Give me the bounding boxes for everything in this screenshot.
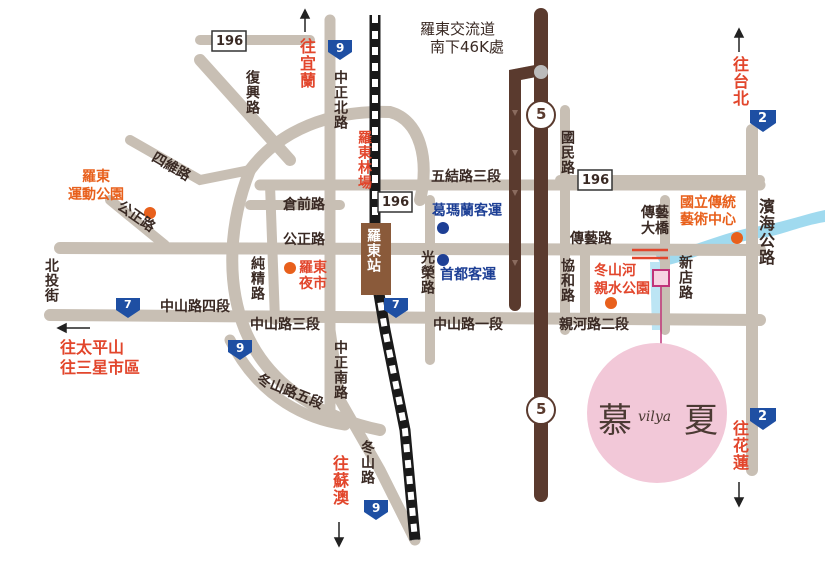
route-196-box-c bbox=[577, 169, 613, 191]
road-chuanyi-bridge: 傳藝大橋 bbox=[641, 205, 669, 237]
freeway-arrows bbox=[512, 110, 518, 266]
poi-dongshan-park-dot bbox=[605, 297, 617, 309]
road-zhongshan-1: 中山路一段 bbox=[433, 317, 503, 333]
road-xindian: 新店路 bbox=[677, 255, 693, 300]
road-dongshan: 冬山路 bbox=[359, 440, 375, 485]
landmark-dongshan-park-line2: 親水公園 bbox=[594, 281, 650, 297]
shield-5-bottom bbox=[526, 395, 556, 425]
road-bei-tou: 北投街 bbox=[43, 258, 59, 303]
shield-9-bottom bbox=[364, 500, 388, 520]
poi-kamalan-dot bbox=[437, 222, 449, 234]
route-9-label-bottom: 9 bbox=[372, 501, 381, 515]
shield-9-mid bbox=[228, 340, 252, 360]
route-2-label-bottom: 2 bbox=[758, 409, 768, 424]
road-guangrong: 光榮路 bbox=[419, 250, 435, 295]
bridge-marker bbox=[632, 248, 668, 260]
route-9-label-top: 9 bbox=[336, 41, 345, 55]
highway-note-line1: 羅東交流道 bbox=[420, 20, 496, 38]
landmark-sports-park-line2: 運動公園 bbox=[68, 187, 124, 203]
hotel-name-mid: vilya bbox=[638, 409, 672, 425]
direction-taipei: 往台北 bbox=[730, 56, 749, 107]
highway-note-line2: 南下46K處 bbox=[430, 38, 504, 56]
hotel-logo-bubble bbox=[587, 343, 727, 483]
landmark-sports-park-line1: 羅東 bbox=[82, 169, 110, 185]
landmark-capital-bus: 首都客運 bbox=[440, 267, 496, 283]
route-5-label-bottom: 5 bbox=[536, 400, 547, 418]
road-chuanyi: 傳藝路 bbox=[570, 231, 612, 247]
road-chunjing: 純精路 bbox=[249, 256, 265, 301]
route-196-box-b bbox=[377, 191, 413, 213]
route-2-label-top: 2 bbox=[758, 111, 768, 126]
road-zhongzheng-north: 中正北路 bbox=[332, 70, 348, 130]
poi-night-market-dot bbox=[284, 262, 296, 274]
landmark-kamalan-bus: 葛瑪蘭客運 bbox=[432, 203, 502, 219]
direction-sanxing: 往三星市區 bbox=[60, 358, 141, 377]
shield-2-bottom bbox=[750, 408, 776, 430]
direction-taipingshan: 往太平山 bbox=[60, 338, 125, 357]
direction-suao: 往蘇澳 bbox=[330, 455, 349, 506]
railway bbox=[369, 15, 421, 541]
road-zhongshan-3: 中山路三段 bbox=[250, 317, 320, 333]
road-qinhe-2: 親河路二段 bbox=[559, 317, 629, 333]
route-5-label-top: 5 bbox=[536, 105, 547, 123]
route-9-label-mid: 9 bbox=[236, 341, 245, 355]
landmark-dongshan-park-line1: 冬山河 bbox=[594, 263, 636, 279]
route-7-label-right: 7 bbox=[392, 298, 400, 311]
poi-sports-park-dot bbox=[144, 207, 156, 219]
poi-arts-center-dot bbox=[731, 232, 743, 244]
shield-5-top bbox=[526, 100, 556, 130]
direction-yilan: 往宜蘭 bbox=[297, 38, 316, 89]
interchange-marker bbox=[534, 65, 548, 79]
landmark-arts-center-line2: 藝術中心 bbox=[680, 212, 736, 228]
road-zhongzheng-south: 中正南路 bbox=[332, 340, 348, 400]
hotel-name-right: 夏 bbox=[684, 401, 718, 441]
shield-7-right bbox=[384, 298, 408, 318]
shield-2-top bbox=[750, 110, 776, 132]
landmark-arts-center-line1: 國立傳統 bbox=[680, 195, 736, 211]
station-box bbox=[361, 223, 391, 295]
hotel-marker bbox=[652, 269, 670, 287]
shield-9-top bbox=[328, 40, 352, 60]
landmark-luodong-station: 羅東站 bbox=[365, 228, 381, 273]
poi-capital-dot bbox=[437, 254, 449, 266]
shield-7-left bbox=[116, 298, 140, 318]
route-196-label-b: 196 bbox=[382, 195, 410, 210]
road-wujie-3: 五結路三段 bbox=[431, 169, 501, 185]
road-gongzheng: 公正路 bbox=[283, 232, 325, 248]
direction-hualien: 往花蓮 bbox=[730, 420, 749, 471]
road-cangqian: 倉前路 bbox=[283, 197, 325, 213]
road-guomin: 國民路 bbox=[559, 130, 575, 175]
direction-arrows bbox=[56, 8, 745, 548]
route-196-box-a bbox=[211, 30, 247, 52]
road-binhai: 濱海公路 bbox=[756, 198, 775, 266]
route-7-label-left: 7 bbox=[124, 298, 132, 311]
freeway-ramp bbox=[509, 64, 547, 311]
road-fuxing: 復興路 bbox=[244, 70, 260, 115]
route-196-label-a: 196 bbox=[216, 34, 244, 49]
road-zhongshan-4: 中山路四段 bbox=[160, 299, 230, 315]
hotel-name-left: 慕 bbox=[598, 401, 632, 441]
landmark-night-market: 羅東夜市 bbox=[299, 260, 327, 292]
landmark-forest: 羅東林場 bbox=[356, 130, 372, 190]
route-196-label-c: 196 bbox=[582, 173, 610, 188]
road-xiehe: 協和路 bbox=[559, 258, 575, 303]
